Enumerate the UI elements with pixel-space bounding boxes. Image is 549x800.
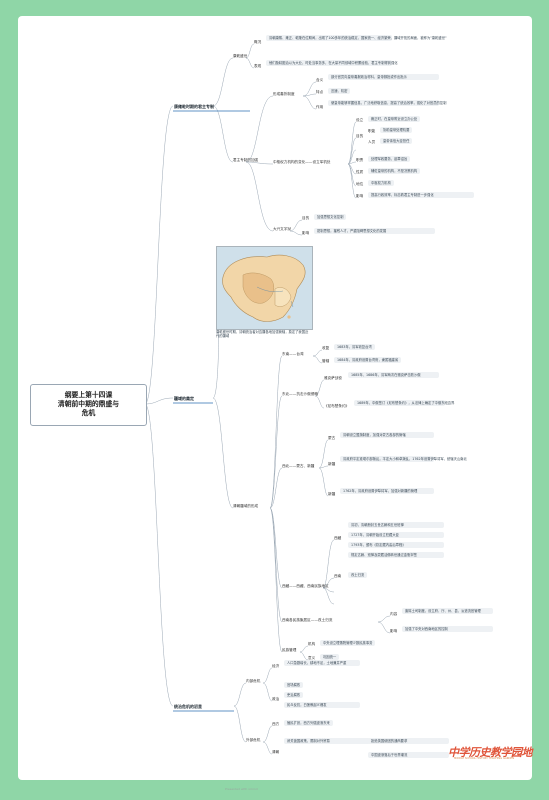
node-literary-inquisition[interactable]: 大兴文字狱 [273,227,291,231]
root-node[interactable]: 纲要上第十四课 清朝前中期的鼎盛与 危机 [30,384,147,426]
node-gaikuang-text: 清朝康熙、雍正、乾隆在位期间，出现了100多年的统治稳定、国家统一、经济繁荣、疆… [266,35,446,42]
node-memorial-effect[interactable]: 作用 [316,105,324,109]
node-economy[interactable]: 经济 [272,664,280,668]
node-tw-manage[interactable]: 管辖 [322,359,330,363]
node-li-impact-text: 钳制思想，摧残人才，严重阻碍思想文化的发展 [314,228,435,235]
node-mongolia[interactable]: 蒙古 [328,436,336,440]
node-xinjiang-2-text: 1762年，清政府设置伊犁将军，加强对新疆的管理 [340,488,434,495]
node-tibet-d: 规定达赖、班禅及蒙藏活佛转世通过金瓶掣签 [348,552,444,559]
node-gc-status[interactable]: 地位 [356,182,364,186]
node-qing-c: 中国逐渐落后于世界潮流 [368,752,449,759]
node-memorial-meaning[interactable]: 含义 [316,78,324,82]
node-tibet-c: 1793年，颁布《钦定藏内善后章程》 [348,542,444,549]
node-gaitu-guiliu[interactable]: 西南各民族聚居区——改土归流 [282,618,333,622]
node-memorial[interactable]: 形成奏折制度 [273,92,295,96]
node-gc-status-text: 中枢权力机构 [368,180,394,187]
node-northeast[interactable]: 东北——抗击沙俄侵略 [282,392,318,396]
root-title-line2: 清朝前中期的鼎盛与 [57,400,120,408]
node-memorial-meaning-text: 部分官员向皇帝奏报政治材料，皇帝御批或作出批示 [328,74,439,81]
node-gc-staff[interactable]: 人员 [368,140,376,144]
branch-territory[interactable]: 疆域的奠定 [174,396,194,401]
node-west-text: 殖民扩张，西方列强逐渐东来 [284,720,333,727]
node-mongolia-text: 清朝设立盟旗制度，加强对蒙古各部的管辖 [340,432,434,439]
node-politics-c: 民众反抗，白莲教起义爆发 [284,702,360,709]
node-politics-b: 吏治腐败 [284,692,304,699]
node-qing-a: 闭关锁国政策，限制对外贸易 [284,738,370,745]
node-southwest-text: 改土归流 [348,572,368,579]
node-gc-nature-text: 辅佐皇帝的机构，不是决策机构 [368,168,421,175]
node-xinjiang[interactable]: 新疆 [328,462,336,466]
node-yaksa[interactable]: 雅克萨战役 [324,376,342,380]
node-ethnic-agency-text: 中央设立理藩院管理少数民族事务 [320,640,376,647]
node-memorial-feature-text: 迅速、机密 [328,88,351,95]
node-territory-formation[interactable]: 清朝疆域的形成 [233,504,259,508]
node-gc-duty[interactable]: 职责 [356,158,364,162]
mind-map-canvas: 纲要上第十四课 清朝前中期的鼎盛与 危机 康雍乾时期的君主专制 疆域的奠定 统治… [18,16,532,780]
node-southwest[interactable]: 西南 [334,574,342,578]
node-gtgl-impact[interactable]: 影响 [390,629,398,633]
map-drawing [217,247,312,329]
node-gc-function-text: 协助皇帝处理机要 [380,127,413,134]
xmind-footer: Presented with xmind [225,787,258,791]
node-gc-duty-text: 处理军政要务，起草诏旨 [368,156,411,163]
node-external-crisis[interactable]: 外部危机 [246,738,261,742]
node-tw-manage-text: 1684年，清政府设置台湾府，隶属福建省 [334,357,402,364]
node-tibet[interactable]: 西藏 [334,536,342,540]
node-ethnic-meaning-text: 巩固统一 [320,654,340,661]
map-caption: 康乾盛世时期，清朝统治者对边疆各地加强管辖，奠定了我国近代的疆域 [216,330,309,339]
watermark-logo: 中学历史教学园地 [448,746,533,759]
node-gtgl-content[interactable]: 内容 [390,612,398,616]
node-qing-b: 拒绝英国使团的通商要求 [368,738,449,745]
node-politics[interactable]: 政治 [272,697,280,701]
node-li-purpose-text: 加强思想文化控制 [314,214,347,221]
node-autocracy-strengthen[interactable]: 君主专制的加强 [233,158,259,162]
node-grand-council[interactable]: 中枢权力机构的变化——设立军机处 [273,160,331,164]
node-nerchinsk-text: 1689年，中俄签订《尼布楚条约》，从法律上确定了中俄东段边界 [354,400,454,407]
root-title-line3: 危机 [81,409,96,417]
node-gc-impact[interactable]: 影响 [356,194,364,198]
node-gc-purpose[interactable]: 目的 [356,134,364,138]
node-xinjiang-2[interactable]: 新疆 [328,492,336,496]
node-li-impact[interactable]: 影响 [302,231,310,235]
node-gc-nature[interactable]: 性质 [356,170,364,174]
watermark-subtitle: MIDDLE SCHOOL HISTORY TEACHING GARDEN [454,757,515,760]
node-gc-function[interactable]: 职能 [368,129,376,133]
node-politics-a: 官场腐败 [284,682,304,689]
node-gc-impact-text: 提高行政效率，标志着君主专制进一步强化 [368,192,474,199]
node-memorial-feature[interactable]: 特点 [316,90,324,94]
node-gc-set[interactable]: 设立 [356,118,364,122]
node-gtgl-impact-text: 加强了中央对西南地区的控制 [402,626,493,633]
node-gc-set-text: 雍正时，在皇帝附近设立办公处 [368,116,421,123]
node-qing[interactable]: 清朝 [272,750,280,754]
root-title-line1: 纲要上第十四课 [64,391,113,399]
node-gtgl-content-text: 废除土司制度，设立府、厅、州、县，派遣流官管理 [402,608,493,615]
node-northwest[interactable]: 西北——蒙古、新疆 [282,464,315,468]
node-internal-crisis[interactable]: 内部危机 [246,679,261,683]
node-li-purpose[interactable]: 目的 [302,216,310,220]
node-tibet-a: 清初，清朝册封五世达赖和五世班禅 [348,522,444,529]
node-west[interactable]: 西方 [272,722,280,726]
node-tw-recover-text: 1683年，清军收复台湾 [334,344,375,351]
qing-territory-map-image [216,246,313,330]
branch-autocracy[interactable]: 康雍乾时期的君主专制 [174,104,214,109]
node-economy-text: 人口急剧增长，耕地不足，土地兼并严重 [284,660,360,667]
branch-crisis[interactable]: 统治危机的初显 [174,704,202,709]
node-gaikuang[interactable]: 概况 [254,40,262,44]
node-tw-recover[interactable]: 收复 [322,346,330,350]
node-yaksa-text: 1685年、1686年，清军两次在雅克萨击败沙俄 [348,372,439,379]
node-ethnic-meaning[interactable]: 意义 [308,656,316,660]
node-biaoxian-text: 他们励精图治以为大业，时处当事务多，在大量不同领域中积累经验，君主专制得到强化 [266,60,398,67]
node-taiwan[interactable]: 东南——台湾 [282,352,304,356]
node-gc-staff-text: 皇帝亲信大臣担任 [380,138,413,145]
node-memorial-effect-text: 便皇帝能够掌握信息，广泛地获取信息，提高了统治效率，强化了对官员的控制 [328,100,446,107]
node-biaoxian[interactable]: 表现 [254,64,262,68]
node-tibet-southwest[interactable]: 西藏——西藏、西南民族地区 [282,584,329,588]
node-kangqian[interactable]: 康乾盛世 [233,54,248,58]
node-ethnic-agency[interactable]: 机构 [308,642,316,646]
node-tibet-b: 1727年，清朝开始设立驻藏大臣 [348,532,444,539]
node-ethnic-management[interactable]: 民族管理 [282,648,297,652]
node-nerchinsk[interactable]: 《尼布楚条约》 [324,404,350,408]
node-xinjiang-text: 清政府平定准噶尔部叛乱，平定大小和卓叛乱，1762年设置伊犁将军，统辖天山南北 [340,456,467,463]
